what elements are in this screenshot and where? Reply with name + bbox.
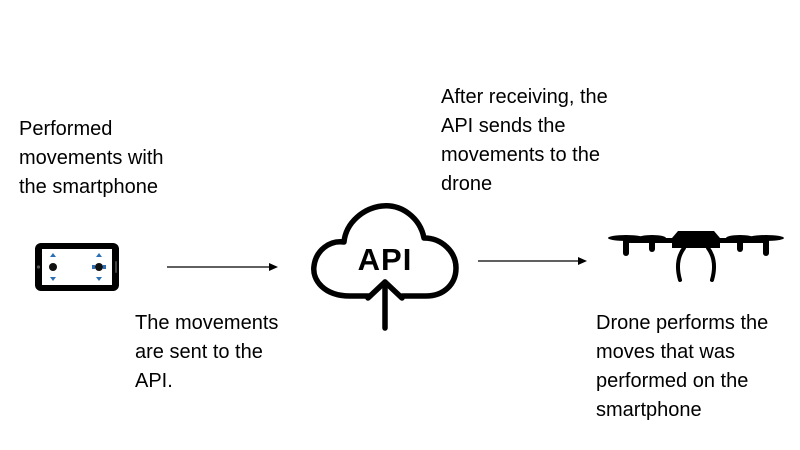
inner-right-rotor-icon	[726, 235, 754, 252]
right-rotor-icon	[748, 235, 784, 256]
movements-sent-caption: The movements are sent to the API.	[135, 312, 279, 392]
smartphone-icon	[35, 243, 119, 291]
right-control-icon	[92, 253, 106, 281]
left-rotor-icon	[608, 235, 644, 256]
cloud-upload-icon	[311, 203, 459, 331]
api-caption: After receiving, the API sends the movem…	[441, 86, 608, 195]
phone-caption: Performed movements with the smartphone	[19, 118, 164, 198]
arrow-to-api	[167, 263, 278, 271]
cloud-api-label: API	[357, 242, 413, 277]
arrow-to-drone	[478, 257, 587, 265]
left-control-icon	[49, 253, 57, 281]
drone-icon	[608, 231, 784, 282]
inner-left-rotor-icon	[638, 235, 666, 252]
drone-caption: Drone performs the moves that was perfor…	[596, 312, 769, 421]
